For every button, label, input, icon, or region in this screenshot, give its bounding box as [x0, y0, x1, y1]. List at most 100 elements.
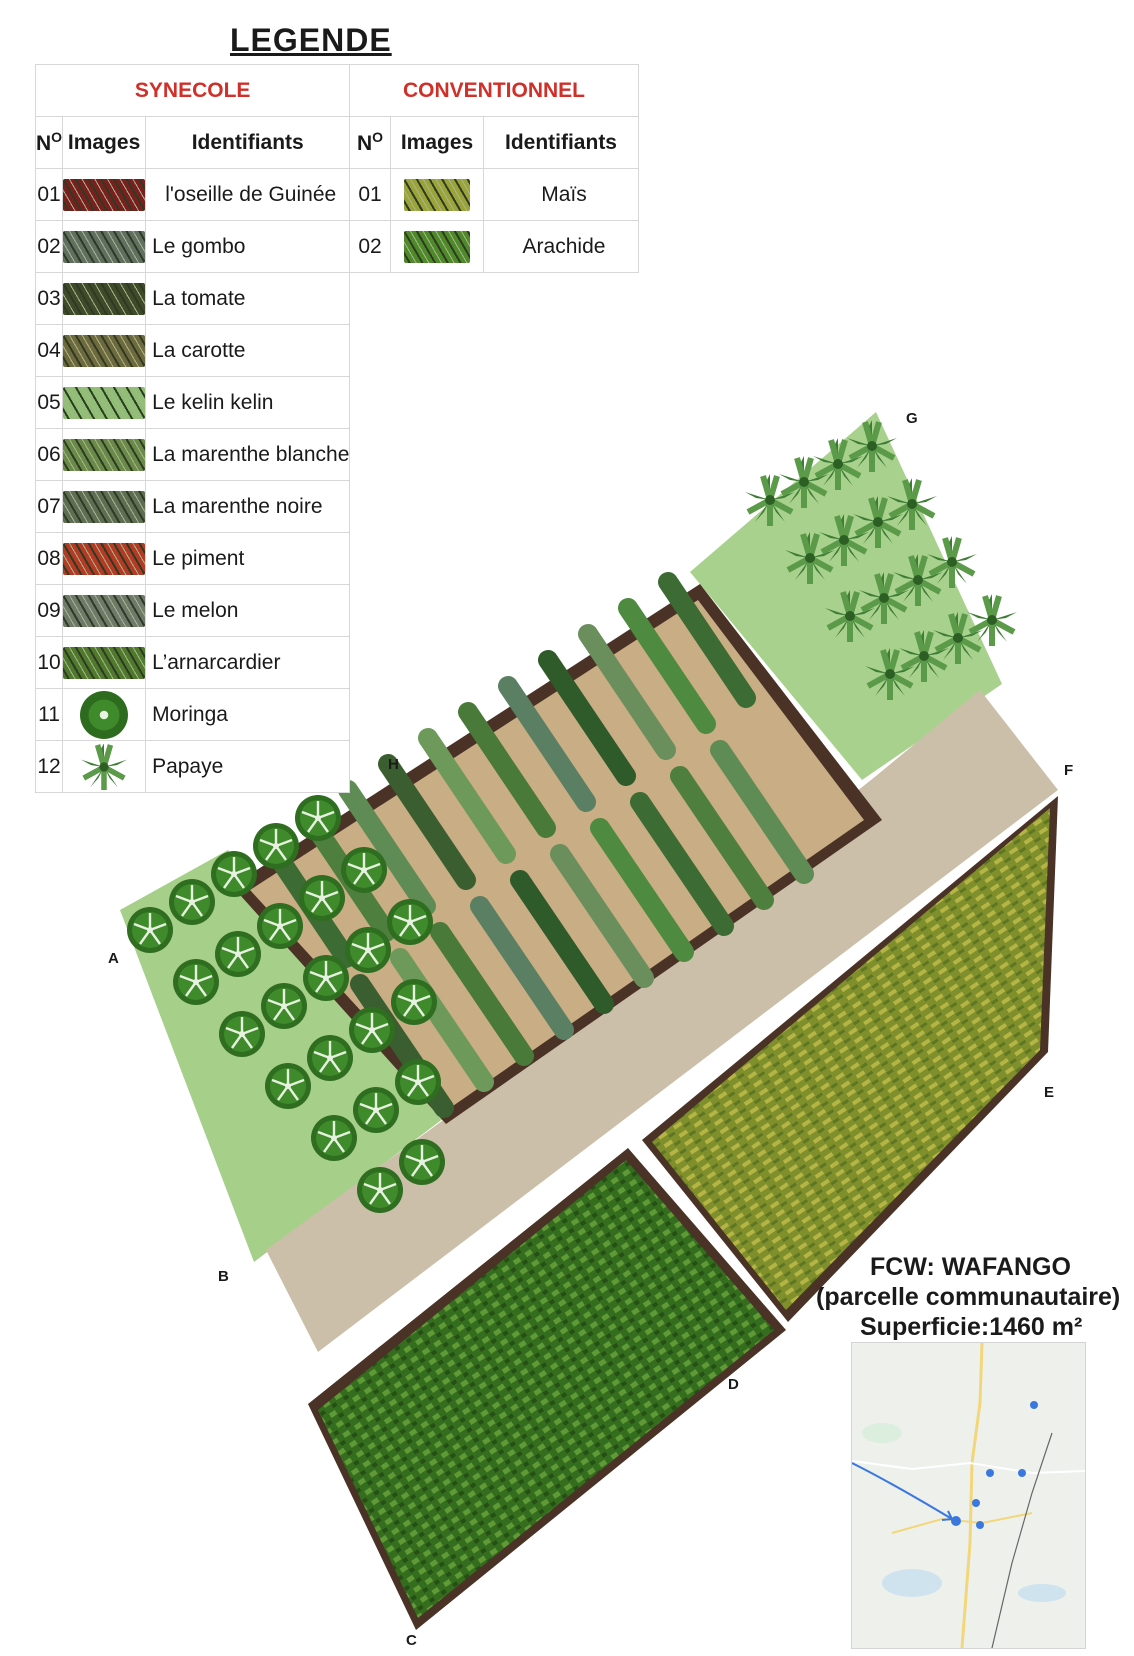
synecole-row-image	[62, 376, 147, 429]
synecole-heading: SYNECOLE	[34, 64, 351, 117]
garden-row	[430, 922, 534, 1066]
synecole-row-image	[62, 584, 147, 637]
central-path	[266, 690, 1058, 1352]
conventionnel-row-number: 01	[349, 168, 391, 221]
corner-g: G	[906, 410, 918, 427]
conventionnel-col-images: Images	[390, 116, 484, 169]
synecole-row-image	[62, 688, 147, 741]
moringa-tree-icon	[305, 1033, 355, 1083]
garden-row	[418, 728, 516, 864]
synecole-row-number: 10	[34, 636, 64, 689]
synecole-row-label: Le piment	[145, 532, 351, 585]
garden-row	[618, 598, 716, 734]
maize-swatch	[404, 178, 470, 211]
synecole-row-image	[62, 636, 147, 689]
synecole-row-number: 08	[34, 532, 64, 585]
synecole-row: 09 Le melon	[34, 584, 351, 637]
garden-row	[710, 740, 814, 884]
synecole-row-label: La marenthe noire	[145, 480, 351, 533]
moringa-tree-icon	[251, 821, 301, 871]
map-pin-icon	[951, 1516, 961, 1526]
synecole-row-image	[62, 220, 147, 273]
location-map-drawing	[852, 1343, 1085, 1648]
location-map	[851, 1342, 1086, 1649]
moringa-tree-icon	[339, 845, 389, 895]
legend-conventionnel-table: CONVENTIONNEL NO Images Identifiants 01 M…	[349, 64, 639, 273]
garden-row	[538, 650, 636, 786]
roselle-swatch	[63, 178, 146, 211]
synecole-row-number: 07	[34, 480, 64, 533]
moringa-tree-icon	[393, 1057, 443, 1107]
garden-row	[658, 572, 756, 708]
garden-row	[458, 702, 556, 838]
maize-field-crop	[652, 808, 1050, 1310]
synecole-row-image	[62, 428, 147, 481]
synecole-row-number: 09	[34, 584, 64, 637]
moringa-tree-icon	[167, 877, 217, 927]
moringa-tree-icon	[209, 849, 259, 899]
white-amaranth-swatch	[63, 438, 146, 471]
garden-row	[630, 792, 734, 936]
garden-row	[338, 780, 436, 916]
synecole-row-label: l'oseille de Guinée	[145, 168, 351, 221]
synecole-col-ident: Identifiants	[145, 116, 351, 169]
moringa-tree-icon	[293, 793, 343, 843]
moringa-tree-icon	[397, 1137, 447, 1187]
moringa-tree-icon	[301, 953, 351, 1003]
moringa-tree-icon	[389, 977, 439, 1027]
pepper-swatch	[63, 542, 146, 575]
moringa-tree-icon	[263, 1061, 313, 1111]
moringa-tree-icon	[171, 957, 221, 1007]
moringa-icon	[80, 690, 129, 739]
melon-swatch	[63, 594, 146, 627]
conventionnel-col-no: NO	[349, 116, 391, 169]
synecole-row-number: 03	[34, 272, 64, 325]
site-type: (parcelle communautaire)	[816, 1283, 1121, 1311]
synecole-row: 10 L’arnarcardier	[34, 636, 351, 689]
garden-row	[670, 766, 774, 910]
synecole-row-number: 05	[34, 376, 64, 429]
synecole-col-images: Images	[62, 116, 147, 169]
papaya-icon	[81, 744, 127, 790]
synecole-row-label: Le melon	[145, 584, 351, 637]
conventionnel-col-ident: Identifiants	[483, 116, 639, 169]
synecole-row-label: La carotte	[145, 324, 351, 377]
garden-row	[470, 896, 574, 1040]
synecole-row: 06 La marenthe blanche	[34, 428, 351, 481]
synecole-row-image	[62, 480, 147, 533]
synecole-row-image	[62, 324, 147, 377]
garden-row	[390, 948, 494, 1092]
synecole-row-label: La marenthe blanche	[145, 428, 351, 481]
synecole-row-label: La tomate	[145, 272, 351, 325]
conventionnel-row-image	[390, 220, 484, 273]
moringa-tree-icon	[347, 1005, 397, 1055]
moringa-tree-icon	[259, 981, 309, 1031]
moringa-tree-icon	[351, 1085, 401, 1135]
conventionnel-row-image	[390, 168, 484, 221]
corner-e: E	[1044, 1084, 1055, 1101]
synecole-row-label: L’arnarcardier	[145, 636, 351, 689]
synecole-row-number: 06	[34, 428, 64, 481]
conventionnel-row-label: Maïs	[483, 168, 639, 221]
synecole-row: 07 La marenthe noire	[34, 480, 351, 533]
moringa-tree-icon	[309, 1113, 359, 1163]
black-amaranth-swatch	[63, 490, 146, 523]
conventionnel-row-number: 02	[349, 220, 391, 273]
moringa-tree-icon	[385, 897, 435, 947]
synecole-row-number: 01	[34, 168, 64, 221]
synecole-row-label: Le kelin kelin	[145, 376, 351, 429]
cashew-swatch	[63, 646, 146, 679]
garden-row	[550, 844, 654, 988]
map-arrow-icon	[852, 1462, 953, 1520]
synecole-row: 01 l'oseille de Guinée	[34, 168, 351, 221]
moringa-tree-icon	[343, 925, 393, 975]
conventionnel-row: 01 Maïs	[349, 168, 639, 221]
conventionnel-heading: CONVENTIONNEL	[349, 64, 639, 117]
moringa-tree-icon	[255, 901, 305, 951]
site-name: FCW: WAFANGO	[870, 1253, 1071, 1281]
garden-row	[510, 870, 614, 1014]
